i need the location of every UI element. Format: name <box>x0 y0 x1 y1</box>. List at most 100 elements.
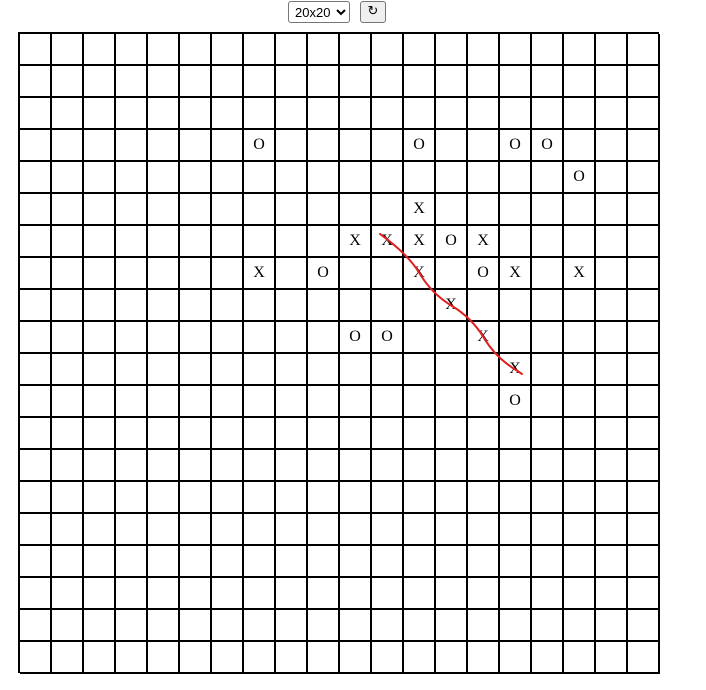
board-cell[interactable] <box>628 322 660 354</box>
board-cell[interactable] <box>116 162 148 194</box>
board-cell[interactable] <box>532 354 564 386</box>
board-cell[interactable] <box>84 226 116 258</box>
board-cell[interactable] <box>212 98 244 130</box>
board-cell[interactable] <box>244 162 276 194</box>
board-cell[interactable] <box>468 130 500 162</box>
board-cell[interactable] <box>436 354 468 386</box>
board-cell[interactable] <box>372 130 404 162</box>
board-cell[interactable] <box>308 34 340 66</box>
board-cell[interactable] <box>564 322 596 354</box>
board-cell[interactable] <box>308 386 340 418</box>
board-cell[interactable] <box>628 130 660 162</box>
board-cell[interactable] <box>212 386 244 418</box>
board-cell[interactable] <box>564 610 596 642</box>
board-cell[interactable] <box>372 610 404 642</box>
board-cell[interactable] <box>276 354 308 386</box>
board-cell[interactable] <box>468 98 500 130</box>
board-cell[interactable] <box>20 450 52 482</box>
board-cell[interactable] <box>468 290 500 322</box>
board-cell[interactable] <box>564 98 596 130</box>
board-cell[interactable] <box>340 578 372 610</box>
board-cell[interactable] <box>180 98 212 130</box>
board-cell[interactable] <box>340 258 372 290</box>
board-cell[interactable] <box>308 162 340 194</box>
board-cell[interactable] <box>404 98 436 130</box>
board-cell[interactable] <box>500 194 532 226</box>
board-cell[interactable] <box>436 482 468 514</box>
board-cell[interactable] <box>500 642 532 674</box>
board-cell[interactable]: X <box>404 258 436 290</box>
board-cell[interactable] <box>564 450 596 482</box>
board-cell[interactable] <box>276 194 308 226</box>
board-cell[interactable] <box>180 418 212 450</box>
board-cell[interactable] <box>628 98 660 130</box>
board-cell[interactable] <box>340 642 372 674</box>
board-cell[interactable] <box>532 66 564 98</box>
board-cell[interactable] <box>500 418 532 450</box>
board-cell[interactable] <box>500 66 532 98</box>
board-cell[interactable]: O <box>500 386 532 418</box>
board-cell[interactable] <box>372 546 404 578</box>
board-cell[interactable] <box>148 578 180 610</box>
board-cell[interactable] <box>52 34 84 66</box>
board-cell[interactable] <box>596 450 628 482</box>
board-cell[interactable] <box>564 546 596 578</box>
board-cell[interactable] <box>52 546 84 578</box>
board-cell[interactable] <box>212 66 244 98</box>
board-cell[interactable] <box>564 290 596 322</box>
board-cell[interactable] <box>564 418 596 450</box>
board-cell[interactable] <box>404 450 436 482</box>
board-cell[interactable] <box>212 642 244 674</box>
board-cell[interactable]: O <box>244 130 276 162</box>
board-cell[interactable] <box>596 290 628 322</box>
board-cell[interactable] <box>180 546 212 578</box>
board-cell[interactable] <box>212 162 244 194</box>
board-cell[interactable]: X <box>372 226 404 258</box>
board-cell[interactable] <box>84 610 116 642</box>
board-cell[interactable] <box>84 130 116 162</box>
board-cell[interactable] <box>596 610 628 642</box>
board-cell[interactable] <box>244 290 276 322</box>
board-cell[interactable] <box>276 578 308 610</box>
board-cell[interactable] <box>596 578 628 610</box>
board-cell[interactable] <box>180 258 212 290</box>
board-cell[interactable] <box>308 354 340 386</box>
board-cell[interactable] <box>180 34 212 66</box>
board-cell[interactable] <box>436 66 468 98</box>
board-cell[interactable] <box>244 194 276 226</box>
board-cell[interactable] <box>148 450 180 482</box>
board-cell[interactable] <box>596 162 628 194</box>
board-cell[interactable] <box>532 482 564 514</box>
board-cell[interactable] <box>276 610 308 642</box>
board-cell[interactable] <box>148 258 180 290</box>
board-cell[interactable] <box>372 386 404 418</box>
board-cell[interactable] <box>340 290 372 322</box>
board-cell[interactable] <box>372 98 404 130</box>
board-cell[interactable] <box>276 130 308 162</box>
board-cell[interactable] <box>436 194 468 226</box>
board-cell[interactable] <box>116 226 148 258</box>
board-cell[interactable]: O <box>468 258 500 290</box>
board-cell[interactable] <box>244 322 276 354</box>
board-cell[interactable] <box>52 98 84 130</box>
board-cell[interactable]: O <box>372 322 404 354</box>
board-cell[interactable] <box>20 610 52 642</box>
board-cell[interactable] <box>372 514 404 546</box>
board-cell[interactable] <box>276 642 308 674</box>
board-cell[interactable] <box>564 514 596 546</box>
board-cell[interactable] <box>116 482 148 514</box>
board-cell[interactable] <box>404 418 436 450</box>
board-cell[interactable] <box>468 514 500 546</box>
board-cell[interactable] <box>244 578 276 610</box>
board-cell[interactable] <box>532 258 564 290</box>
board-cell[interactable] <box>436 578 468 610</box>
board-cell[interactable] <box>84 514 116 546</box>
board-cell[interactable] <box>276 322 308 354</box>
board-cell[interactable] <box>244 98 276 130</box>
board-cell[interactable] <box>436 610 468 642</box>
board-cell[interactable]: O <box>308 258 340 290</box>
board-cell[interactable] <box>532 450 564 482</box>
board-cell[interactable] <box>468 482 500 514</box>
board-cell[interactable] <box>20 98 52 130</box>
board-cell[interactable] <box>404 66 436 98</box>
